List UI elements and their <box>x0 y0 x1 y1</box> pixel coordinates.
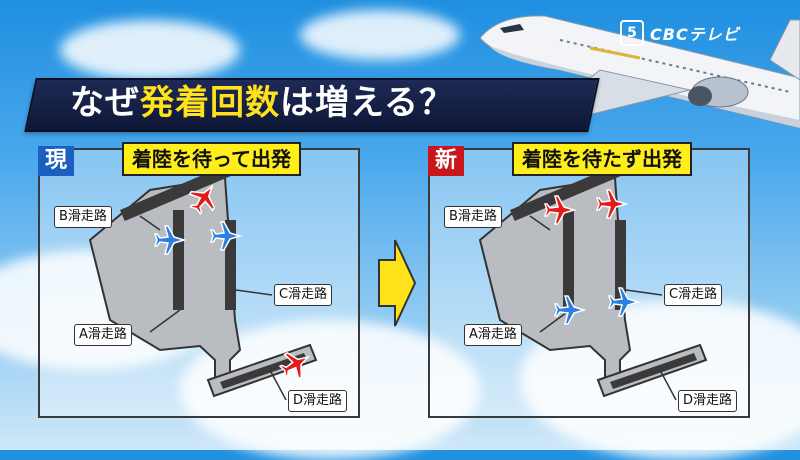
red-plane <box>188 184 216 216</box>
red-plane <box>278 352 311 380</box>
runway-b <box>119 165 231 222</box>
channel-number-badge: 5 <box>620 20 644 46</box>
cloud <box>60 20 240 80</box>
blue-plane <box>153 225 187 255</box>
current-subtitle: 着陸を待って出発 <box>122 142 301 176</box>
red-plane <box>595 189 629 219</box>
airport-map-current <box>88 165 318 401</box>
title-part-1: なぜ <box>70 83 140 123</box>
airport-ground <box>88 176 242 387</box>
label-runway-a: A滑走路 <box>464 324 522 346</box>
label-runway-b: B滑走路 <box>444 206 502 228</box>
channel-name: CBCテレビ <box>650 25 740 44</box>
title-part-3: は増える？ <box>280 83 454 123</box>
blue-plane <box>553 295 587 325</box>
title-highlight: 発着回数 <box>140 83 280 123</box>
new-tag: 新 <box>428 146 464 176</box>
red-plane <box>543 195 577 225</box>
runway-d <box>220 353 307 389</box>
current-tag: 現 <box>38 146 74 176</box>
label-runway-a: A滑走路 <box>74 324 132 346</box>
runway-c <box>615 220 626 310</box>
arrow-right-icon <box>378 239 417 327</box>
blue-plane <box>607 287 641 317</box>
current-system-panel: 現 着陸を待って出発 B滑走路 C滑走路 A滑走路 D滑走路 <box>38 142 360 418</box>
label-runway-d: D滑走路 <box>288 390 348 412</box>
channel-logo: 5 CBCテレビ <box>620 20 740 46</box>
label-runway-d: D滑走路 <box>678 390 738 412</box>
page-title: なぜ発着回数は増える？ <box>70 80 454 126</box>
runway-c <box>225 220 236 310</box>
label-runway-c: C滑走路 <box>664 284 723 306</box>
cloud <box>300 10 460 60</box>
runway-a <box>563 210 574 310</box>
new-subtitle: 着陸を待たず出発 <box>512 142 692 176</box>
blue-plane <box>209 221 243 251</box>
airport-map-new <box>478 165 708 401</box>
runway-d <box>610 353 697 389</box>
runway-a <box>173 210 184 310</box>
runway-b <box>510 165 621 222</box>
label-runway-b: B滑走路 <box>54 206 112 228</box>
label-runway-c: C滑走路 <box>274 284 333 306</box>
new-system-panel: 新 着陸を待たず出発 B滑走路 C滑走路 A滑走路 D滑走路 <box>428 142 750 418</box>
